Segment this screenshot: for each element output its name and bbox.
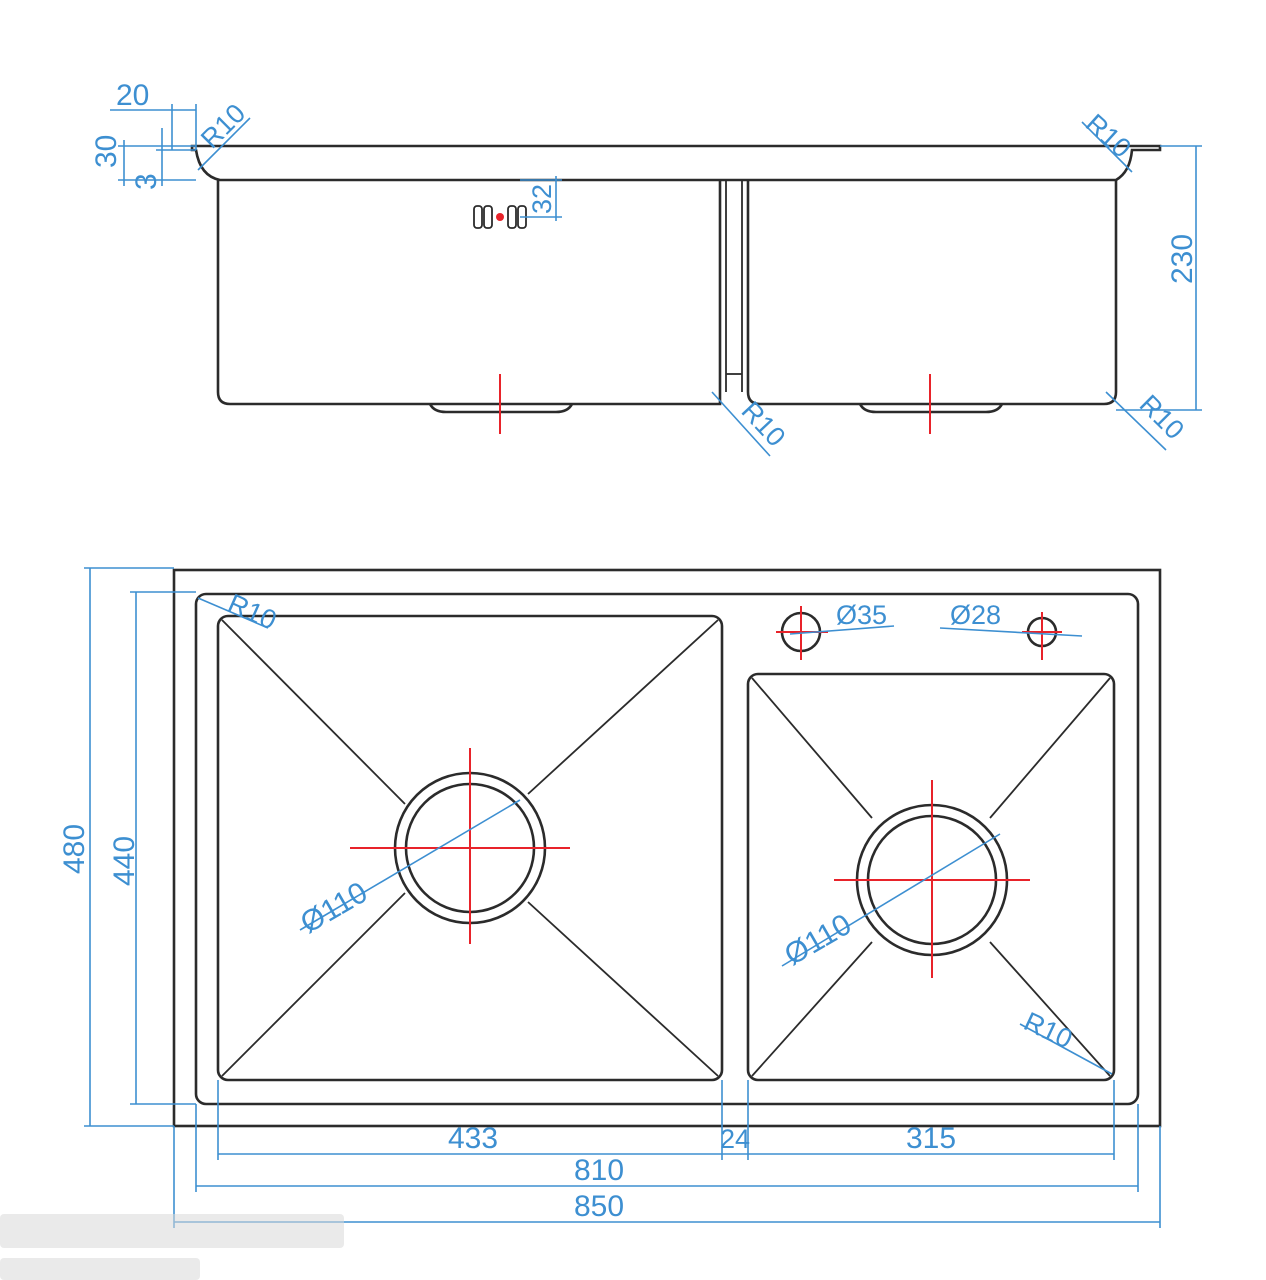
dim-right-drain-diameter: Ø110 bbox=[779, 833, 1001, 972]
dim-accessory-hole: Ø28 bbox=[939, 600, 1083, 637]
dim-divider-width-label: 24 bbox=[720, 1124, 750, 1154]
right-bowl-diagonal-br bbox=[989, 941, 1111, 1077]
dim-overflow-offset-label: 32 bbox=[527, 184, 557, 214]
dim-left-drain-diameter-label: Ø110 bbox=[295, 876, 373, 940]
side-flange-outline bbox=[190, 144, 1162, 182]
dim-inner-depth-label: 440 bbox=[108, 836, 141, 886]
dim-total-depth-top-label: 480 bbox=[58, 824, 91, 874]
top-outer-flange bbox=[172, 568, 1162, 1128]
overflow-icon bbox=[473, 205, 527, 229]
side-right-bowl bbox=[746, 180, 1118, 406]
dim-total-depth: 230 bbox=[1116, 145, 1202, 411]
dim-bottom-radius-center: R10 bbox=[711, 391, 791, 457]
dim-right-drain-diameter-label: Ø110 bbox=[779, 908, 857, 972]
dim-flange-width-label: 20 bbox=[116, 79, 149, 112]
dim-flange-height-label: 30 bbox=[90, 135, 123, 168]
top-left-bowl bbox=[216, 614, 724, 1082]
side-view: 20 30 3 R10 R10 32 bbox=[90, 79, 1202, 457]
dim-corner-radius-bowl-label: R10 bbox=[1019, 1006, 1077, 1054]
left-bowl-diagonal-bl bbox=[221, 892, 406, 1077]
faded-watermark bbox=[0, 1214, 344, 1280]
left-bowl-diagonal-tr bbox=[527, 619, 719, 795]
dim-faucet-hole-label: Ø35 bbox=[836, 600, 887, 630]
right-bowl-diagonal-tr bbox=[989, 677, 1111, 819]
left-bowl-diagonal-br bbox=[527, 901, 719, 1077]
dim-inner-depth: 440 bbox=[108, 591, 196, 1105]
right-bowl-diagonal-bl bbox=[751, 941, 873, 1077]
dim-right-bowl-width-label: 315 bbox=[906, 1122, 956, 1155]
dim-total-depth-label: 230 bbox=[1166, 234, 1199, 284]
dim-faucet-hole: Ø35 bbox=[789, 600, 895, 635]
dim-flange-height: 30 bbox=[90, 135, 196, 186]
dim-lip-thickness-label: 3 bbox=[130, 173, 163, 190]
dim-lip-thickness: 3 bbox=[130, 128, 196, 190]
dim-divider-width: 24 bbox=[720, 1080, 750, 1160]
dim-left-bowl-width-label: 433 bbox=[448, 1122, 498, 1155]
dim-left-bowl-width: 433 bbox=[217, 1080, 723, 1160]
dim-bottom-radius-right: R10 bbox=[1105, 389, 1190, 451]
side-left-bowl bbox=[216, 180, 722, 406]
dim-corner-radius-right-label: R10 bbox=[1080, 108, 1137, 163]
left-bowl-diagonal-tl bbox=[221, 619, 406, 805]
top-inner-deck bbox=[194, 592, 1140, 1106]
dim-flange-width: 20 bbox=[110, 79, 197, 150]
top-right-bowl bbox=[746, 672, 1116, 1082]
dim-overflow-offset: 32 bbox=[520, 176, 562, 221]
dim-right-bowl-width: 315 bbox=[748, 1080, 1115, 1160]
dim-corner-radius-left: R10 bbox=[195, 98, 251, 171]
dim-total-width-label: 850 bbox=[574, 1190, 624, 1223]
dim-bottom-radius-right-label: R10 bbox=[1134, 389, 1190, 445]
dim-inner-width: 810 bbox=[195, 1104, 1139, 1192]
dim-accessory-hole-label: Ø28 bbox=[950, 600, 1001, 630]
dim-total-depth-top: 480 bbox=[58, 567, 174, 1127]
dim-total-width: 850 bbox=[173, 1126, 1161, 1228]
top-view: Ø35 Ø28 Ø110 Ø110 R10 R10 bbox=[58, 567, 1162, 1228]
dim-left-drain-diameter: Ø110 bbox=[295, 799, 521, 940]
dim-inner-width-label: 810 bbox=[574, 1154, 624, 1187]
right-bowl-diagonal-tl bbox=[751, 677, 873, 819]
